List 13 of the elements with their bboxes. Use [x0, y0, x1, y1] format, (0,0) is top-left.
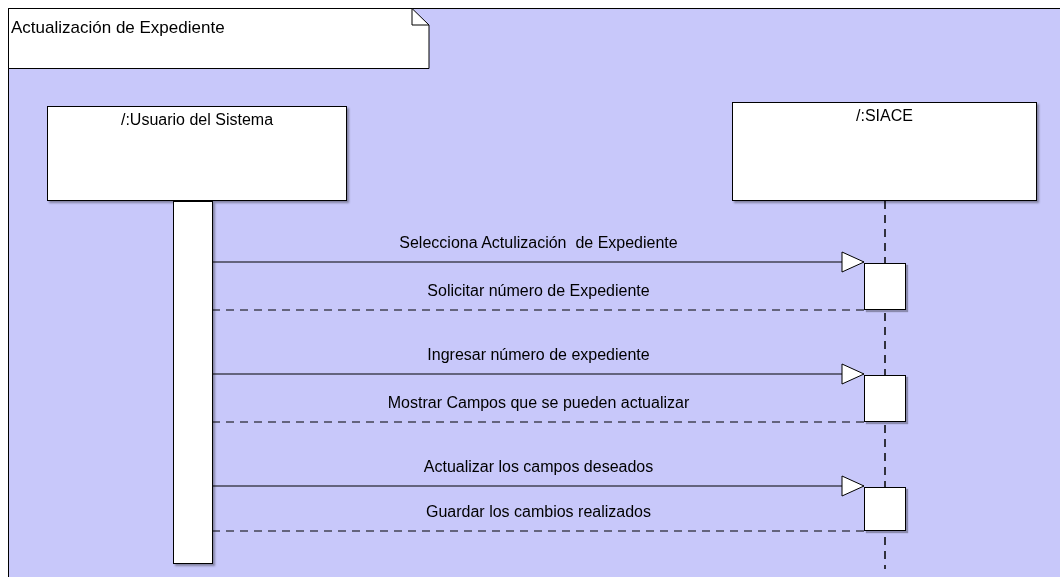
activation-box	[864, 487, 906, 531]
lifeline-head-box	[732, 102, 1037, 201]
lifeline-name: /:Usuario del Sistema	[120, 110, 274, 130]
message-arrow	[212, 475, 865, 497]
sequence-frame	[8, 8, 1060, 577]
activation-bar	[173, 201, 213, 564]
lifeline-head-box	[47, 106, 347, 201]
activation-box	[864, 375, 906, 422]
message-arrow	[212, 363, 865, 385]
activation-box	[864, 263, 906, 310]
message-arrow	[212, 251, 865, 273]
lifeline-name: /:SIACE	[856, 106, 913, 126]
frame-title: Actualización de Expediente	[11, 17, 225, 39]
